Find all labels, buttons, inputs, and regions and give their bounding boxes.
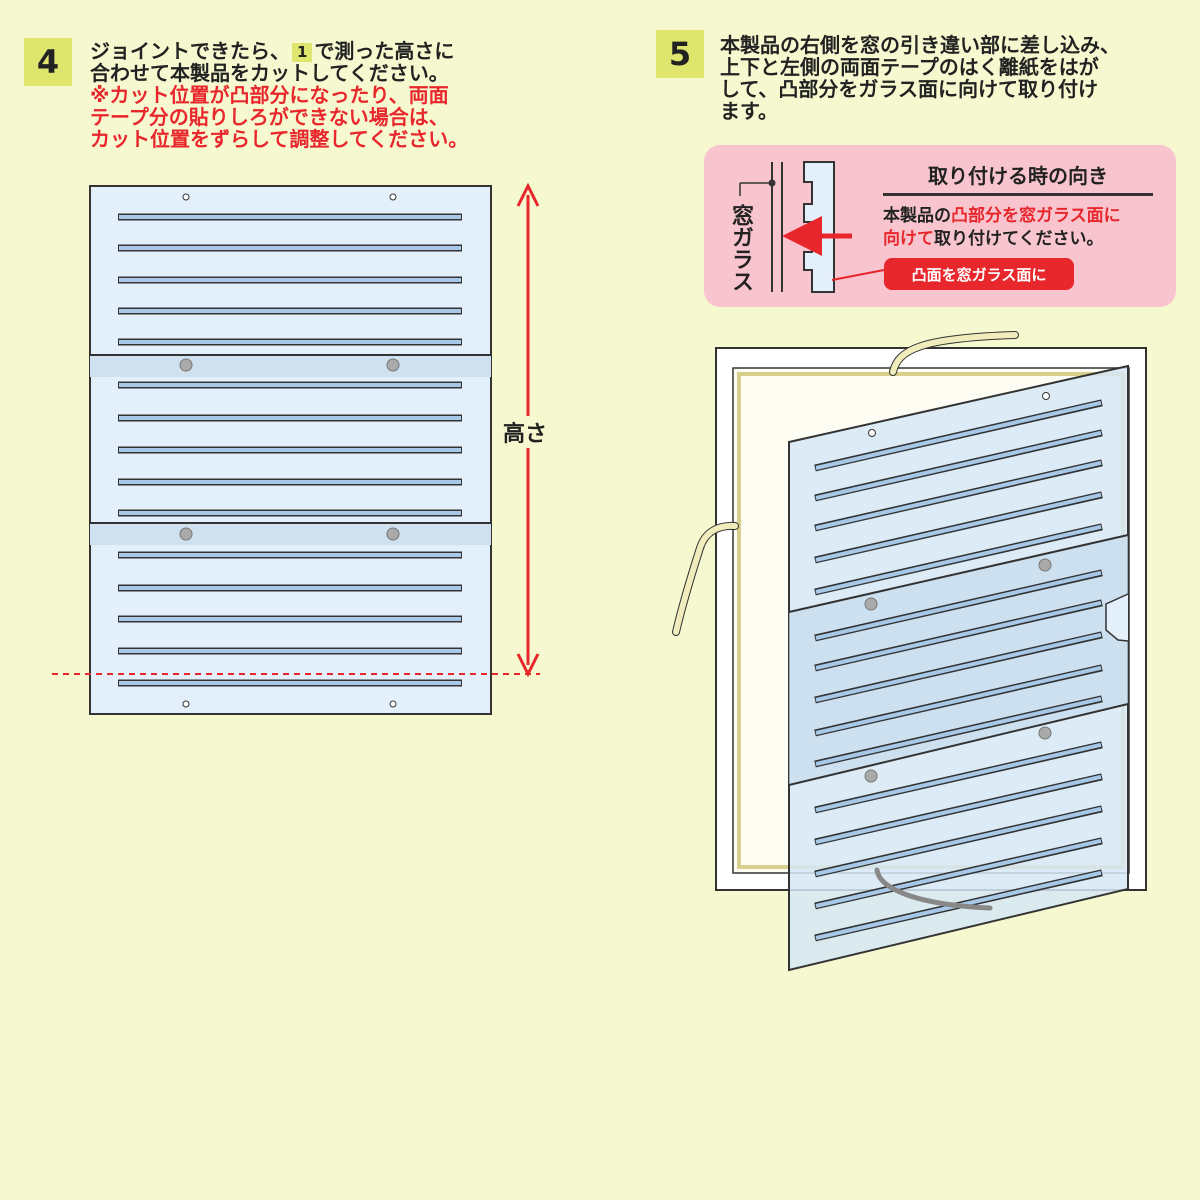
step-5-line-2: 上下と左側の両面テープのはく離紙をはが — [720, 55, 1099, 79]
step-5-line-1: 本製品の右側を窓の引き違い部に差し込み、 — [720, 33, 1120, 57]
slat-fill — [815, 742, 1102, 812]
joint-screw — [1038, 726, 1052, 740]
screw-hole — [389, 700, 397, 708]
window-glass-label: 窓ガラス — [728, 204, 753, 292]
screw-hole — [182, 700, 190, 708]
cut-panel-illustration — [89, 185, 492, 715]
joint-screw — [386, 527, 400, 541]
joint-screw — [179, 358, 193, 372]
slat-fill — [815, 492, 1102, 562]
step-4-line-1b: で測った高さに — [314, 39, 455, 63]
joint-screw — [864, 769, 878, 783]
step-5-instructions: 本製品の右側を窓の引き違い部に差し込み、 上下と左側の両面テープのはく離紙をはが… — [720, 34, 1120, 122]
step-4-line-1a: ジョイントできたら、 — [90, 39, 290, 63]
notice-title: 取り付ける時の向き — [928, 164, 1108, 188]
step-4-line-2: 合わせて本製品をカットしてください。 — [90, 61, 449, 85]
notice-body-2b: 取り付けてください。 — [934, 229, 1104, 249]
slat-fill — [815, 665, 1102, 735]
step-5-badge: 5 — [656, 30, 704, 78]
joint-band — [90, 355, 491, 377]
notice-body-1a: 本製品の — [883, 206, 951, 226]
screw-hole — [389, 193, 397, 201]
step-4-note-line-1: ※カット位置が凸部分になったり、両面 — [90, 83, 449, 107]
screw-hole — [182, 193, 190, 201]
release-paper — [890, 332, 1018, 375]
notice-body-2a: 向けて — [883, 229, 934, 249]
slat-fill — [815, 460, 1102, 530]
notice-divider — [883, 193, 1153, 196]
joint-screw — [1038, 558, 1052, 572]
glass-orientation-diagram — [739, 161, 885, 293]
slat-fill — [815, 838, 1102, 908]
joint-screw — [864, 597, 878, 611]
slat-fill — [815, 430, 1102, 500]
notice-body-1b: 凸部分を窓ガラス面に — [951, 206, 1121, 226]
slat-fill — [815, 774, 1102, 844]
height-label: 高さ — [503, 416, 548, 448]
joint-band — [90, 523, 491, 545]
step-5-line-4: ます。 — [720, 99, 778, 123]
slat-fill — [815, 570, 1102, 640]
slat-fill — [815, 806, 1102, 876]
pill-leader — [831, 269, 885, 281]
slat-fill — [815, 524, 1102, 594]
release-paper — [673, 522, 738, 635]
joint-screw — [386, 358, 400, 372]
slat-fill — [815, 600, 1102, 670]
slat-fill — [815, 632, 1102, 702]
joint-screw — [179, 527, 193, 541]
slat-fill — [815, 400, 1102, 470]
step-reference-chip: 1 — [292, 43, 313, 62]
step-4-note-line-2: テープ分の貼りしろができない場合は、 — [90, 105, 449, 129]
slat-fill — [815, 696, 1102, 766]
step-4-badge: 4 — [24, 38, 72, 86]
panel-profile — [803, 161, 835, 293]
step-4-note-line-3: カット位置をずらして調整してください。 — [90, 127, 469, 151]
window-installation-illustration — [672, 331, 1147, 972]
notice-body: 本製品の凸部分を窓ガラス面に 向けて取り付けてください。 — [883, 205, 1121, 251]
step-5-line-3: して、凸部分をガラス面に向けて取り付け — [720, 77, 1098, 101]
convex-side-pill: 凸面を窓ガラス面に — [884, 258, 1074, 290]
